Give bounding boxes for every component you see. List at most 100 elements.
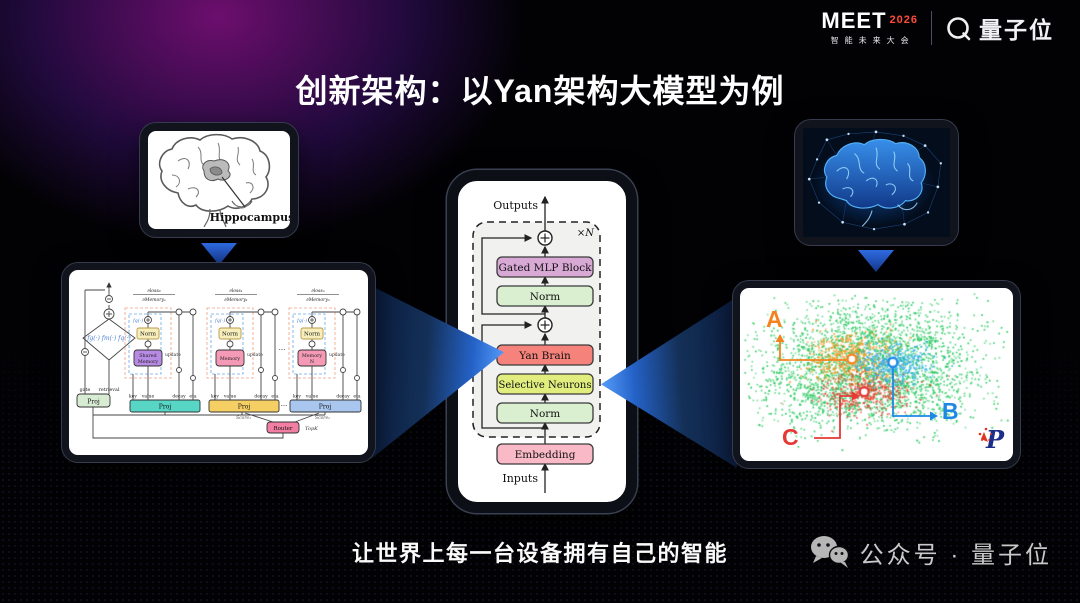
- header-divider: [931, 11, 932, 45]
- connector-a: [775, 334, 846, 361]
- norm-block-lower: Norm: [496, 402, 594, 424]
- connector-b: [892, 367, 938, 421]
- svg-text:update: update: [165, 352, 181, 358]
- svg-text:···: ···: [281, 402, 288, 410]
- down-arrow-icon: [201, 243, 237, 265]
- svg-text:decay: decay: [336, 394, 350, 400]
- wechat-icon: [810, 536, 849, 568]
- hippocampus-label: Hippocampus: [210, 211, 290, 224]
- yan-brain-block: Yan Brain: [496, 344, 594, 366]
- down-arrow-icon: [858, 250, 894, 272]
- embedding-block: Embedding: [496, 443, 594, 465]
- svg-text:Norm: Norm: [530, 408, 561, 420]
- svg-text:Shared: Shared: [139, 353, 156, 359]
- norm-block-upper: Norm: [496, 285, 594, 307]
- svg-text:···: ···: [279, 346, 286, 354]
- svg-text:Gated MLP Block: Gated MLP Block: [499, 262, 593, 274]
- router-box: [266, 421, 300, 434]
- svg-text:Yan Brain: Yan Brain: [518, 350, 571, 362]
- scatter-card-logo-icon: P: [978, 425, 1005, 454]
- memory-module-1: fq(·) Norm Memory update key value decay…: [206, 288, 280, 413]
- svg-text:value: value: [141, 394, 155, 400]
- svg-text:∂lossₙ: ∂lossₙ: [311, 288, 324, 294]
- header: MEET 2026 智能未来大会 量子位: [821, 10, 1054, 46]
- svg-text:key: key: [293, 394, 301, 400]
- cluster-label-a: A: [766, 306, 783, 332]
- gate-label: gate: [80, 387, 91, 393]
- digital-brain-image: [803, 128, 950, 237]
- repeat-n-label: ×N: [577, 228, 595, 239]
- page-title: 创新架构：以Yan架构大模型为例: [295, 73, 785, 109]
- memory-architecture-card: fg(·) fm(·) fq(·) gate retrieval Proj fq…: [62, 263, 375, 462]
- svg-text:eta: eta: [189, 394, 196, 400]
- scatter-canvas: [740, 288, 1013, 461]
- svg-text:Scoreₙ: Scoreₙ: [315, 415, 330, 421]
- proj-box-gate: [76, 393, 111, 408]
- svg-text:Memory: Memory: [138, 359, 158, 365]
- svg-text:Score₁: Score₁: [236, 415, 251, 421]
- hippocampus-card: Hippocampus: [140, 123, 298, 237]
- proj-box-n: [289, 399, 362, 413]
- svg-text:eta: eta: [353, 394, 360, 400]
- svg-text:Norm: Norm: [140, 332, 157, 338]
- svg-text:fq(·): fq(·): [132, 317, 143, 324]
- svg-text:Memory: Memory: [302, 353, 322, 359]
- svg-text:TopK: TopK: [305, 426, 318, 432]
- svg-text:Proj: Proj: [319, 404, 332, 411]
- svg-text:∂loss₁: ∂loss₁: [229, 288, 242, 294]
- wechat-label: 公众号 · 量子位: [859, 541, 1052, 569]
- meet-logo-year: 2026: [889, 14, 918, 26]
- svg-text:Proj: Proj: [238, 404, 251, 411]
- memory-architecture-diagram: fg(·) fm(·) fq(·) gate retrieval Proj fq…: [76, 282, 362, 439]
- qbitai-q-icon: [947, 16, 971, 40]
- svg-text:Norm: Norm: [304, 332, 321, 338]
- yan-architecture-diagram: Outputs ×N Gated MLP Block Norm Yan Brai…: [472, 195, 601, 493]
- svg-text:fq(·): fq(·): [296, 317, 307, 324]
- svg-text:Selective Neurons: Selective Neurons: [499, 380, 592, 391]
- selective-neurons-block: Selective Neurons: [496, 373, 594, 395]
- meet-logo: MEET 2026 智能未来大会: [821, 10, 918, 46]
- svg-text:Memory: Memory: [220, 356, 240, 362]
- svg-text:value: value: [223, 394, 237, 400]
- svg-text:update: update: [247, 352, 263, 358]
- scatter-annotations: P: [775, 334, 1005, 454]
- slogan: 让世界上每一台设备拥有自己的智能: [351, 541, 728, 566]
- svg-text:decay: decay: [254, 394, 268, 400]
- meet-logo-text: MEET: [821, 8, 887, 33]
- svg-text:eta: eta: [271, 394, 278, 400]
- memory-module-shared: fq(·) Norm Shared Memory update key valu…: [124, 288, 201, 413]
- svg-text:∂Memoryₙ: ∂Memoryₙ: [306, 297, 330, 303]
- svg-text:key: key: [129, 394, 137, 400]
- svg-text:Norm: Norm: [222, 332, 239, 338]
- svg-text:Norm: Norm: [530, 291, 561, 303]
- cluster-label-b: B: [942, 398, 959, 424]
- svg-text:fq(·): fq(·): [214, 317, 225, 324]
- qbitai-name: 量子位: [979, 17, 1054, 43]
- wechat-account: 公众号 · 量子位: [809, 534, 1052, 570]
- svg-text:N: N: [310, 359, 314, 365]
- proj-box-1: [208, 399, 280, 413]
- gating-functions-label: fg(·) fm(·) fq(·): [86, 335, 131, 342]
- svg-text:∂Memory₁: ∂Memory₁: [224, 297, 248, 303]
- cluster-scatter-card: P A B C: [733, 281, 1020, 468]
- connector-c: [814, 391, 860, 439]
- svg-text:∂Memoryₛ: ∂Memoryₛ: [142, 297, 166, 303]
- inputs-label: Inputs: [502, 472, 538, 485]
- svg-text:key: key: [211, 394, 219, 400]
- retrieval-label: retrieval: [99, 387, 120, 393]
- svg-text:update: update: [329, 352, 345, 358]
- svg-text:Embedding: Embedding: [515, 449, 576, 461]
- digital-brain-card: [795, 120, 958, 245]
- cluster-label-c: C: [782, 424, 799, 450]
- gated-mlp-block: Gated MLP Block: [496, 256, 594, 278]
- outputs-label: Outputs: [493, 199, 538, 212]
- meet-logo-subtitle: 智能未来大会: [830, 36, 915, 45]
- qbitai-logo: 量子位: [945, 11, 1054, 45]
- svg-text:Proj: Proj: [159, 404, 172, 411]
- svg-text:Proj: Proj: [87, 399, 100, 406]
- svg-text:Router: Router: [273, 426, 292, 432]
- svg-text:∂loss₀: ∂loss₀: [147, 288, 160, 294]
- proj-box-shared: [129, 399, 201, 413]
- hippocampus-brain-drawing: Hippocampus: [158, 133, 294, 228]
- svg-text:P: P: [985, 425, 1005, 454]
